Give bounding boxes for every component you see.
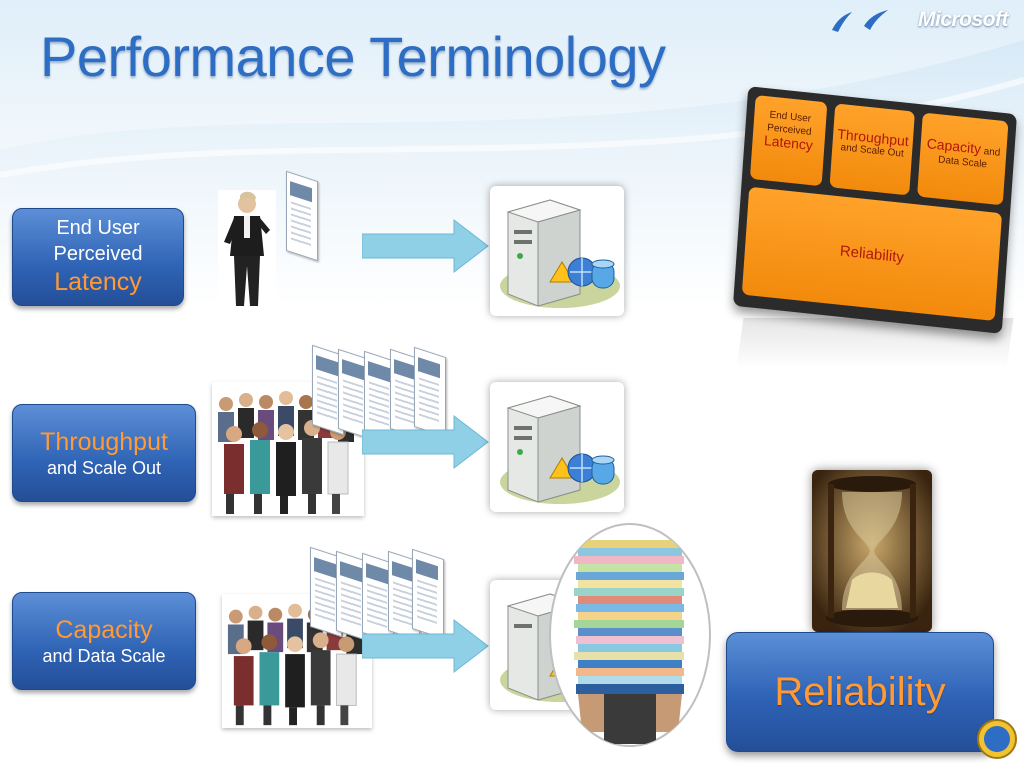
reliability-label: Reliability (774, 669, 946, 714)
server-icon (500, 199, 620, 308)
terminology-diagram: End User Perceived Latency Throughput an… (732, 86, 1018, 334)
paper-stack-photo (549, 523, 711, 747)
capacity-subtitle: and Data Scale (42, 646, 166, 666)
reliability-button[interactable]: Reliability (726, 632, 994, 752)
throughput-label-box[interactable]: Throughput and Scale Out (12, 404, 196, 502)
server-card (490, 186, 624, 316)
arrow-right-icon (362, 618, 489, 674)
latency-label-box[interactable]: End User Perceived Latency (12, 208, 184, 306)
diagram-capacity-and: and (983, 146, 1001, 159)
capacity-label-box[interactable]: Capacity and Data Scale (12, 592, 196, 690)
server-icon (500, 395, 620, 504)
diagram-tile-latency: End User Perceived Latency (749, 94, 828, 187)
latency-line1: End User (56, 217, 140, 239)
person-photo (218, 190, 276, 312)
hourglass-icon (812, 470, 932, 632)
latency-highlight: Latency (54, 268, 142, 296)
diagram-reliability-label: Reliability (839, 242, 905, 266)
arrow-right-icon (362, 414, 489, 470)
arrow-right-icon (362, 218, 489, 274)
capacity-highlight: Capacity (55, 616, 153, 644)
crowd-photo (222, 594, 372, 728)
diagram-tile-throughput: Throughput and Scale Out (829, 103, 915, 196)
diagram-tile-capacity: Capacity and Data Scale (917, 112, 1009, 206)
server-card (490, 382, 624, 512)
latency-line2: Perceived (53, 243, 143, 265)
birds-icon (832, 10, 888, 32)
badge-icon (977, 719, 1017, 759)
document-icon (286, 170, 318, 262)
throughput-highlight: Throughput (40, 428, 168, 456)
throughput-subtitle: and Scale Out (46, 458, 162, 478)
page-title: Performance Terminology (40, 25, 666, 88)
microsoft-logo: Microsoft (918, 8, 1009, 31)
crowd-photo (212, 382, 364, 516)
